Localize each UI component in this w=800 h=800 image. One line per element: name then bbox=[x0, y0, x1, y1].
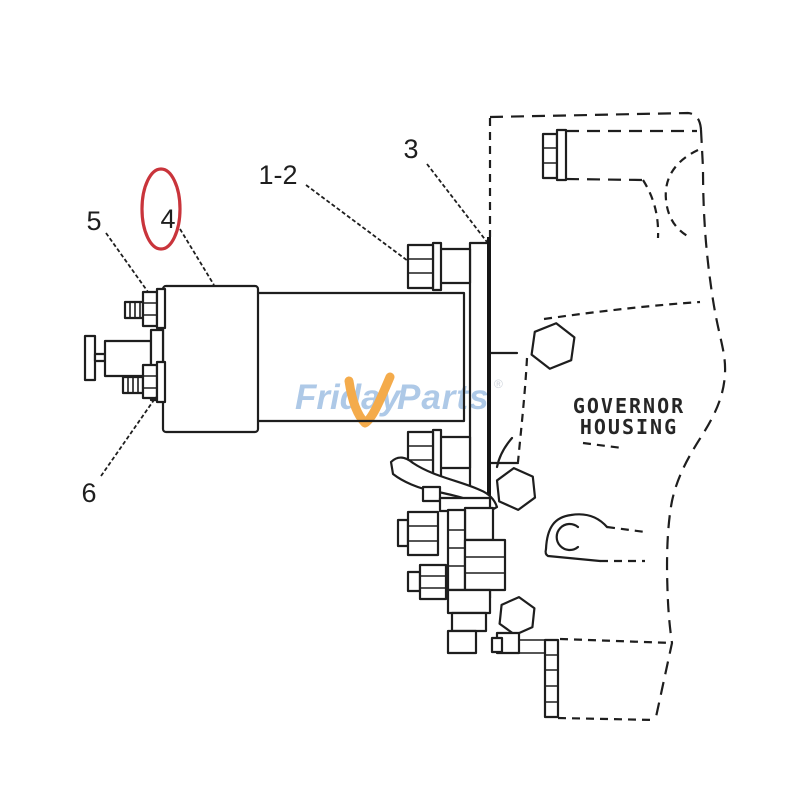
callout-4: 4 bbox=[160, 204, 175, 234]
solenoid-bottom-terminal bbox=[121, 360, 167, 404]
leader-line-5 bbox=[105, 232, 149, 293]
small-bolt-chamfer bbox=[420, 575, 446, 589]
housing-hex-bolt-3 bbox=[498, 596, 536, 636]
housing-bolt-head bbox=[541, 132, 559, 180]
fitting-stud-left bbox=[396, 518, 410, 548]
housing-bolt-head-chamfer bbox=[543, 147, 557, 164]
fitting-nut-right-chamfer bbox=[465, 556, 505, 574]
top-terminal-nut bbox=[141, 290, 159, 328]
bottom-bolt-shaft bbox=[438, 435, 472, 470]
stack-block-1 bbox=[446, 588, 492, 615]
top-bolt-shaft bbox=[438, 247, 472, 285]
housing-lug bbox=[544, 513, 646, 563]
fitting-column bbox=[446, 508, 467, 592]
leader-line-4 bbox=[179, 228, 215, 286]
leader-line-6 bbox=[100, 396, 157, 477]
housing-ear-arc bbox=[664, 149, 699, 239]
lever-tab bbox=[421, 485, 442, 503]
solenoid-top-terminal bbox=[123, 287, 167, 330]
governor-housing-label-line1: GOVERNOR bbox=[573, 394, 685, 418]
watermark-registered-mark: ® bbox=[494, 377, 503, 391]
solenoid-body bbox=[161, 284, 260, 434]
top-terminal-washer bbox=[155, 287, 167, 330]
bottom-terminal-nut bbox=[141, 363, 159, 400]
fitting-block-right-top bbox=[463, 506, 495, 542]
housing-top-edge bbox=[489, 111, 703, 131]
bottom-terminal-washer bbox=[155, 360, 167, 404]
fitting-nut-left-chamfer bbox=[408, 525, 438, 542]
bottom-bolt-head-chamfer bbox=[408, 445, 433, 461]
lug-bottom-edge bbox=[544, 547, 602, 563]
leader-lines bbox=[100, 163, 488, 477]
bottom-terminal-nut-chamfer bbox=[143, 375, 157, 389]
housing-interior-hidden-line bbox=[516, 357, 529, 463]
solenoid-assembly bbox=[83, 284, 466, 434]
housing-interior-ledge bbox=[543, 300, 701, 321]
callout-5: 5 bbox=[86, 206, 101, 236]
top-bolt-head bbox=[406, 243, 435, 290]
top-bolt-head-chamfer bbox=[408, 258, 433, 274]
housing-top-bolt bbox=[541, 128, 697, 239]
callout-labels: 5 4 1-2 3 6 bbox=[81, 134, 418, 508]
stack-block-2 bbox=[450, 611, 488, 633]
bottom-terminal-threads bbox=[127, 378, 139, 392]
bottom-ladder-column bbox=[543, 638, 560, 719]
governor-housing-label-line2: HOUSING bbox=[580, 415, 678, 439]
mounting-bolt-top bbox=[406, 241, 472, 292]
housing-interior-dash bbox=[582, 441, 623, 450]
watermark-logo: Friday Parts ® bbox=[295, 372, 503, 428]
linkage-hardware bbox=[389, 456, 507, 655]
small-bolt-head bbox=[418, 563, 448, 601]
housing-bolt-shaft-bottom bbox=[565, 177, 644, 182]
top-bolt-washer bbox=[431, 241, 443, 292]
governor-housing-outline: GOVERNOR HOUSING bbox=[488, 111, 727, 722]
housing-bolt-washer bbox=[555, 128, 568, 182]
leader-line-3 bbox=[426, 163, 488, 243]
housing-hex-bolt-2 bbox=[495, 467, 537, 511]
watermark-brand-second: Parts bbox=[397, 378, 490, 417]
housing-boss-curve bbox=[495, 436, 514, 469]
leader-line-1-2 bbox=[305, 184, 409, 262]
small-bolt-stud bbox=[406, 570, 422, 593]
callout-6: 6 bbox=[81, 478, 96, 508]
fitting-column-rungs bbox=[448, 529, 465, 567]
top-terminal-nut-chamfer bbox=[143, 302, 157, 316]
bottom-bolt-washer bbox=[431, 428, 443, 479]
bottom-ladder-rungs bbox=[545, 654, 558, 703]
plunger-t-bar bbox=[83, 334, 97, 382]
fitting-nut-left bbox=[406, 510, 440, 557]
highlight-ellipse bbox=[140, 167, 182, 251]
fitting-nut-right bbox=[463, 538, 507, 592]
plunger-stem bbox=[93, 352, 107, 363]
callout-3: 3 bbox=[403, 134, 418, 164]
housing-neck-curve bbox=[642, 179, 660, 239]
lug-hole bbox=[555, 522, 580, 552]
bottom-top-edge bbox=[559, 637, 673, 645]
bottom-bottom-edge bbox=[557, 716, 656, 722]
solenoid-cylinder bbox=[256, 291, 466, 423]
lug-top-edge-hidden bbox=[606, 525, 646, 534]
bottom-block-b bbox=[490, 636, 504, 654]
lug-top-edge bbox=[544, 513, 609, 551]
housing-hex-bolt-1 bbox=[530, 322, 576, 370]
watermark-check-icon bbox=[344, 372, 395, 428]
top-terminal-threads bbox=[129, 303, 141, 317]
housing-bottom-section bbox=[490, 631, 673, 722]
callout-1-2: 1-2 bbox=[258, 160, 297, 190]
housing-right-edge bbox=[654, 129, 727, 718]
bottom-connector-lines bbox=[519, 639, 545, 654]
stack-block-3 bbox=[446, 629, 478, 655]
